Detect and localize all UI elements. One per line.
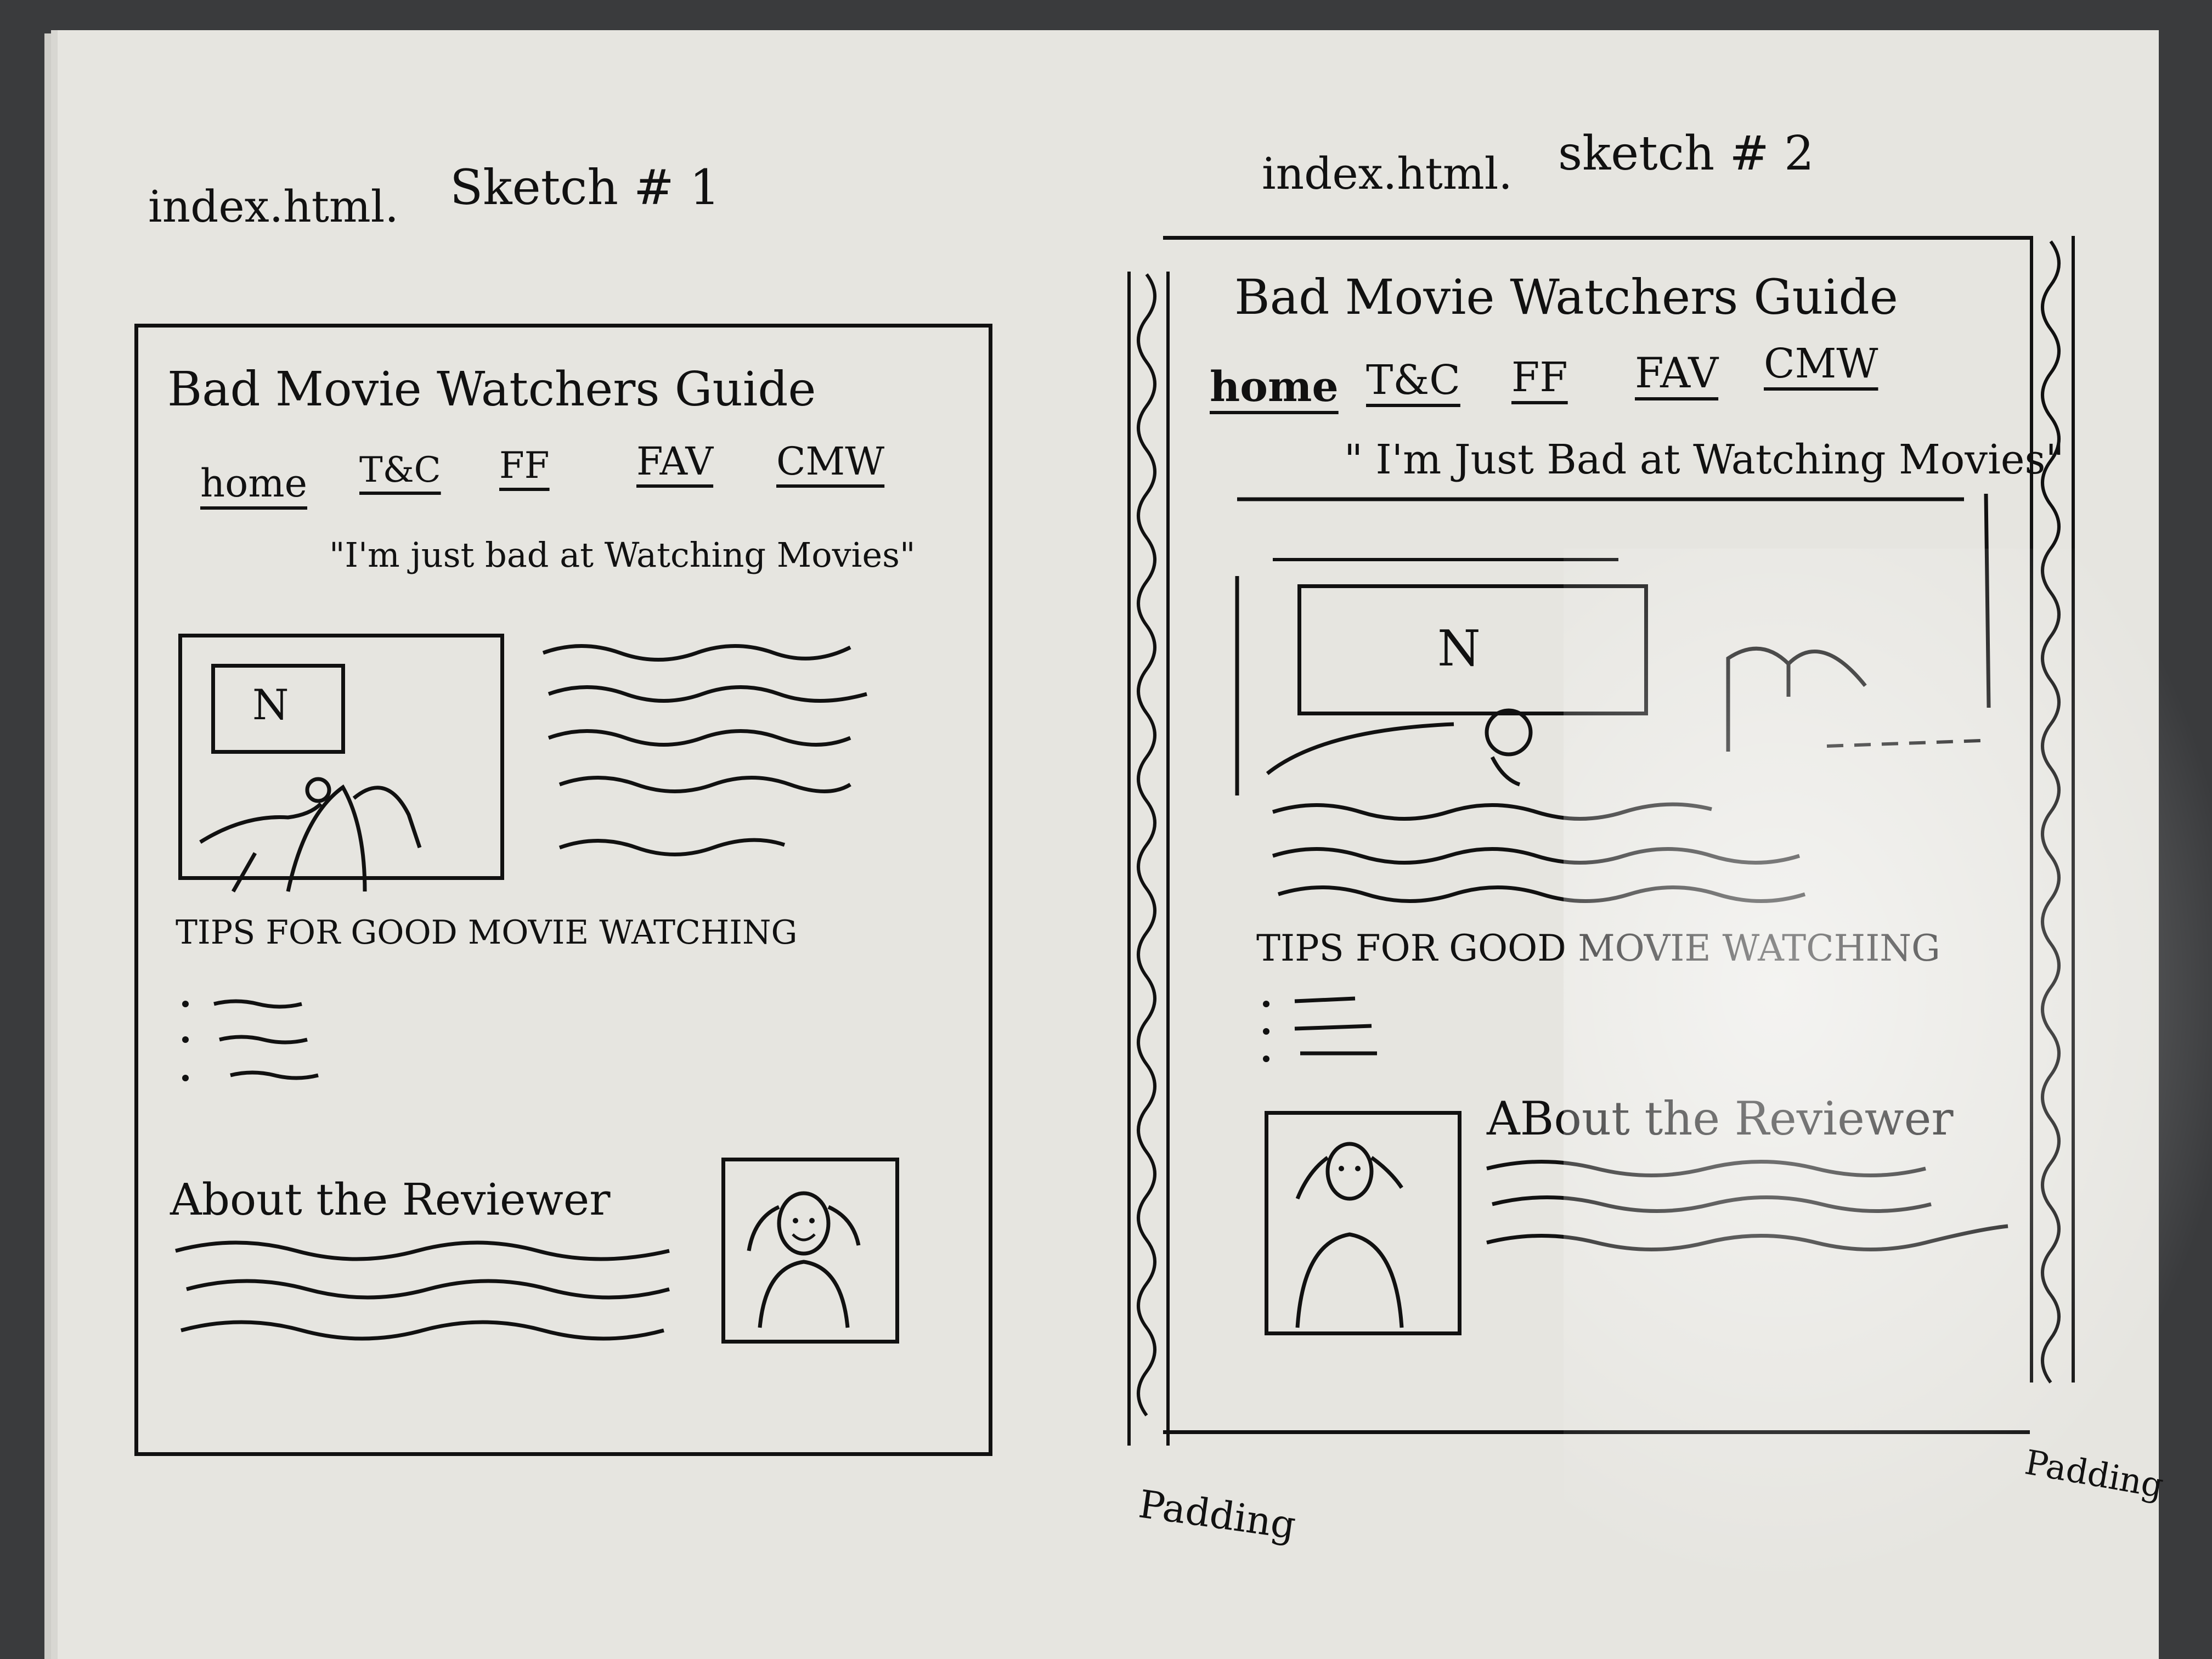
site-title: Bad Movie Watchers Guide [1234, 269, 1898, 325]
tips-list [182, 999, 319, 1081]
bullet-icon [182, 1001, 189, 1007]
nav-tc[interactable]: T&C [359, 450, 441, 490]
bullet-icon [182, 1075, 189, 1081]
nav-fav[interactable]: FAV [1635, 348, 1719, 397]
tagline: "I'm just bad at Watching Movies" [329, 535, 916, 575]
reviewer-photo [721, 1158, 899, 1344]
hero-placeholder-letter: N [1437, 620, 1481, 678]
reviewer-portrait-icon [747, 1191, 861, 1328]
tagline: " I'm Just Bad at Watching Movies" [1344, 436, 2064, 483]
reviewer-portrait-icon [1295, 1142, 1404, 1328]
wireframe-frame [134, 324, 992, 1456]
person-icon [305, 777, 331, 803]
sketch-label: sketch # 2 [1558, 126, 1814, 181]
tv-screen-icon [211, 664, 345, 754]
hero-placeholder-letter: N [252, 680, 289, 729]
bullet-icon [1263, 1001, 1269, 1007]
sketch-label: Sketch # 1 [450, 159, 720, 216]
nav-fav[interactable]: FAV [636, 439, 714, 484]
squiggle-padding-icon [2041, 240, 2061, 1384]
reviewer-photo [1265, 1111, 1462, 1335]
mountain-icon [199, 777, 422, 893]
nav-cmw[interactable]: CMW [1764, 340, 1878, 387]
person-icon [1485, 708, 1533, 787]
tips-list [1263, 996, 1377, 1062]
squiggle-padding-icon [1137, 273, 1156, 1417]
hero-image [178, 634, 504, 880]
bullet-icon [182, 1036, 189, 1043]
hero-text-lines [542, 644, 867, 856]
nav-ff[interactable]: FF [1511, 354, 1568, 401]
file-label: index.html. [1262, 148, 1513, 199]
nav-tc[interactable]: T&C [1366, 357, 1460, 404]
site-title: Bad Movie Watchers Guide [167, 362, 816, 417]
bullet-icon [1263, 1056, 1269, 1062]
file-label: index.html. [148, 181, 399, 232]
about-heading: ABout the Reviewer [1487, 1092, 1954, 1146]
about-heading: About the Reviewer [170, 1174, 611, 1225]
bullet-icon [1263, 1028, 1269, 1035]
hero-text-lines [1272, 802, 1806, 903]
nav-cmw[interactable]: CMW [776, 439, 885, 484]
left-padding-zone [1127, 272, 1170, 1446]
tips-heading: TIPS FOR GOOD MOVIE WATCHING [1256, 927, 1940, 969]
tips-heading: TIPS FOR GOOD MOVIE WATCHING [176, 913, 798, 952]
nav-ff[interactable]: FF [499, 444, 550, 487]
about-text-lines [175, 1240, 670, 1341]
nav-home[interactable]: home [1210, 362, 1339, 411]
about-text-lines [1486, 1160, 2008, 1251]
nav-home[interactable]: home [200, 461, 308, 506]
